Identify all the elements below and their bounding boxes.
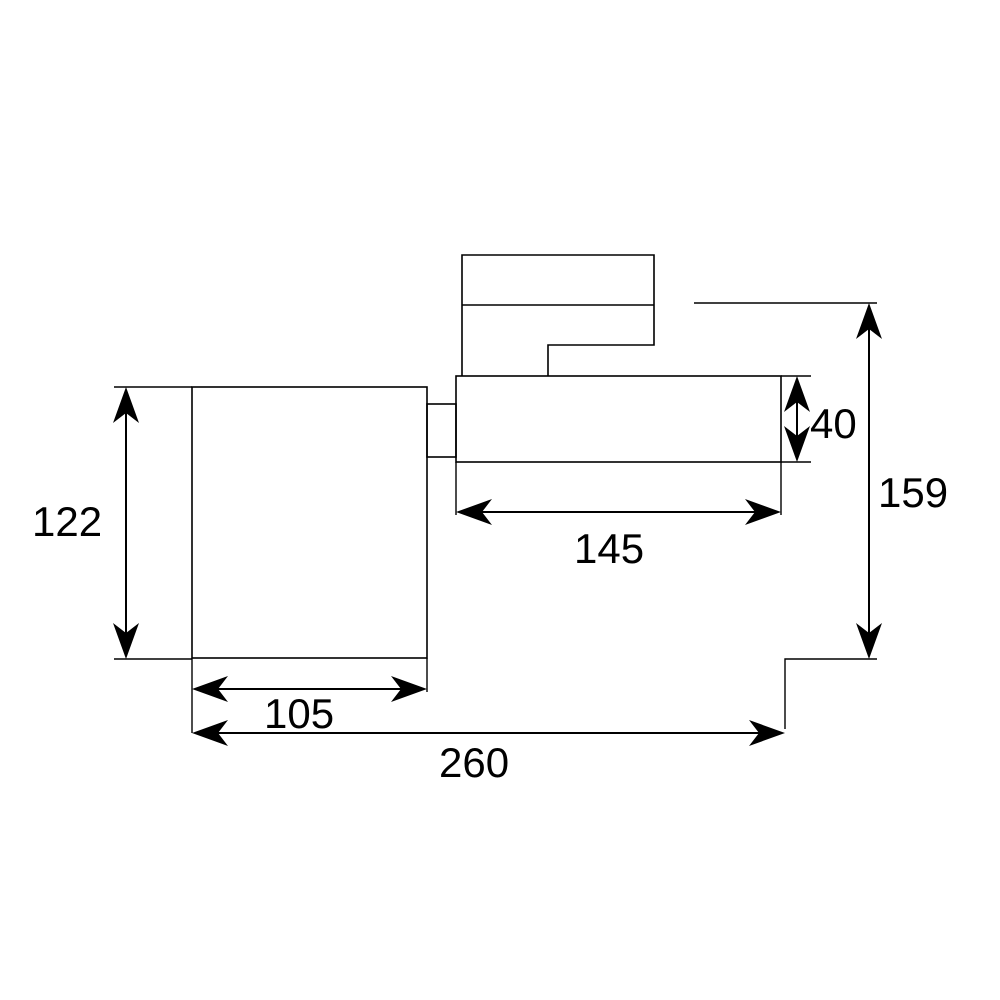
label-260: 260: [439, 739, 509, 786]
neck-joint: [426, 403, 457, 458]
label-122: 122: [32, 498, 102, 545]
track-adapter-body: [455, 375, 782, 463]
dim-105: [192, 676, 427, 702]
dim-260: [192, 720, 785, 746]
dim-122: [113, 387, 139, 659]
lamp-head-body: [191, 386, 428, 659]
label-159: 159: [878, 469, 948, 516]
label-40: 40: [810, 400, 857, 447]
adapter-top-block: [461, 254, 655, 376]
label-105: 105: [264, 690, 334, 737]
ext-line-159-bottom: [784, 658, 877, 729]
dim-159: [856, 303, 882, 659]
dim-40: [784, 376, 810, 462]
label-145: 145: [574, 525, 644, 572]
dim-145: [456, 499, 781, 525]
